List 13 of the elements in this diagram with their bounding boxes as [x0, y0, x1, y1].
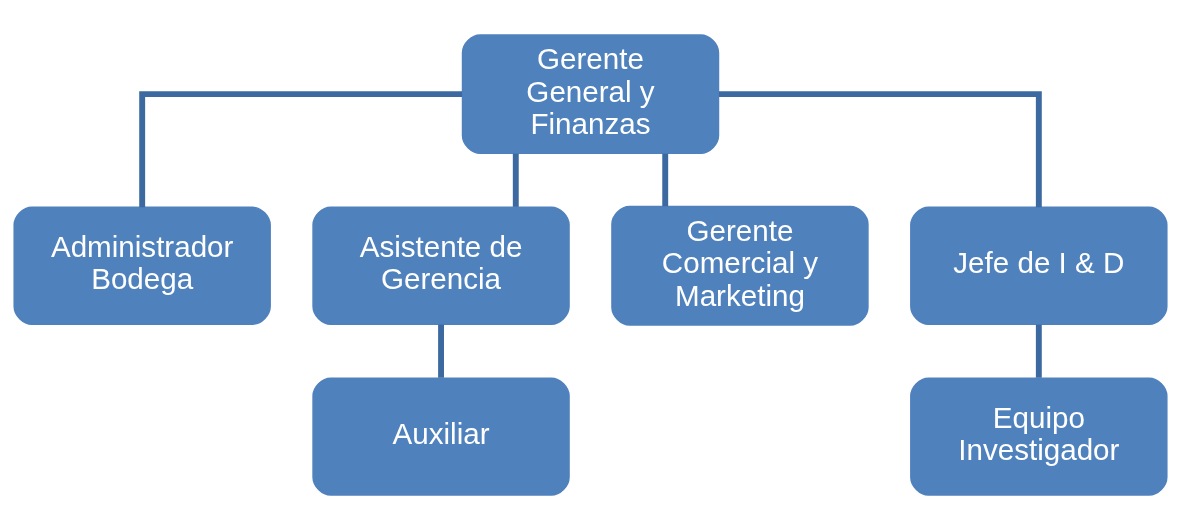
node-box: Gerente General y Finanzas [461, 33, 720, 154]
node-box: Gerente Comercial y Marketing [611, 205, 869, 326]
connector [719, 90, 1042, 207]
node-box: Asistente de Gerencia [312, 206, 570, 325]
connector [139, 90, 462, 207]
node-box: Jefe de I & D [910, 206, 1168, 325]
connector [438, 324, 444, 378]
node-box: Equipo Investigador [910, 376, 1168, 496]
node-box: Administrador Bodega [13, 206, 271, 325]
node-box: Auxiliar [312, 376, 570, 496]
connector [512, 153, 519, 207]
connector [1035, 324, 1042, 378]
connector [662, 153, 669, 206]
